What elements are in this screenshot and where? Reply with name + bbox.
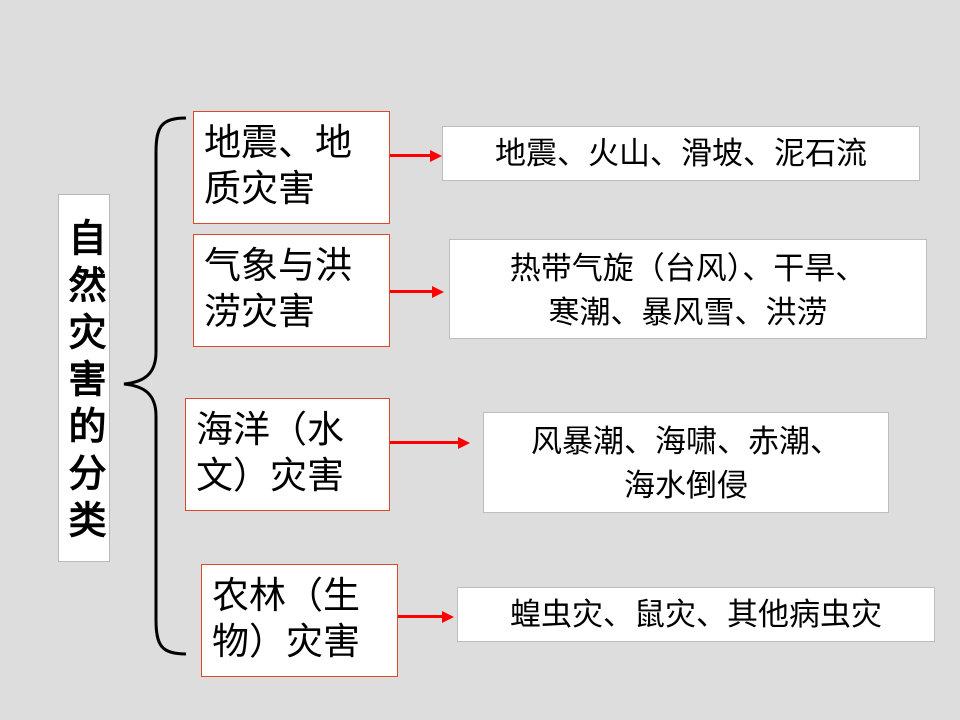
- examples-box-geological: 地震、火山、滑坡、泥石流: [442, 126, 920, 181]
- root-title: 自然灾害的分类: [58, 194, 110, 562]
- arrow-biological: [398, 611, 454, 623]
- category-label-line1: 气象与洪: [204, 244, 352, 287]
- grouping-brace: [123, 116, 187, 656]
- arrow-marine: [390, 437, 470, 449]
- examples-line2: 海水倒侵: [624, 468, 748, 504]
- examples-box-meteorological: 热带气旋（台风）、干旱、 寒潮、暴风雪、洪涝: [449, 239, 927, 339]
- arrow-geological: [390, 150, 442, 162]
- category-box-geological: 地震、地 质灾害: [193, 111, 390, 224]
- category-label-line1: 地震、地: [204, 121, 352, 164]
- category-box-meteorological: 气象与洪 涝灾害: [193, 234, 390, 347]
- examples-box-biological: 蝗虫灾、鼠灾、其他病虫灾: [457, 587, 935, 642]
- examples-box-marine: 风暴潮、海啸、赤潮、 海水倒侵: [483, 412, 889, 513]
- examples-line1: 蝗虫灾、鼠灾、其他病虫灾: [510, 597, 882, 633]
- category-label-line2: 物）灾害: [212, 620, 360, 663]
- category-label-line1: 农林（生: [212, 574, 360, 617]
- examples-line1: 地震、火山、滑坡、泥石流: [495, 136, 867, 172]
- category-label-line2: 文）灾害: [196, 454, 344, 497]
- category-box-biological: 农林（生 物）灾害: [201, 564, 398, 677]
- examples-line2: 寒潮、暴风雪、洪涝: [548, 295, 828, 331]
- category-label-line2: 质灾害: [204, 167, 315, 210]
- category-label-line1: 海洋（水: [196, 408, 344, 451]
- category-label-line2: 涝灾害: [204, 290, 315, 333]
- examples-line1: 风暴潮、海啸、赤潮、: [531, 424, 841, 460]
- examples-line1: 热带气旋（台风）、干旱、: [509, 251, 867, 287]
- category-box-marine: 海洋（水 文）灾害: [185, 398, 390, 511]
- arrow-meteorological: [390, 286, 444, 298]
